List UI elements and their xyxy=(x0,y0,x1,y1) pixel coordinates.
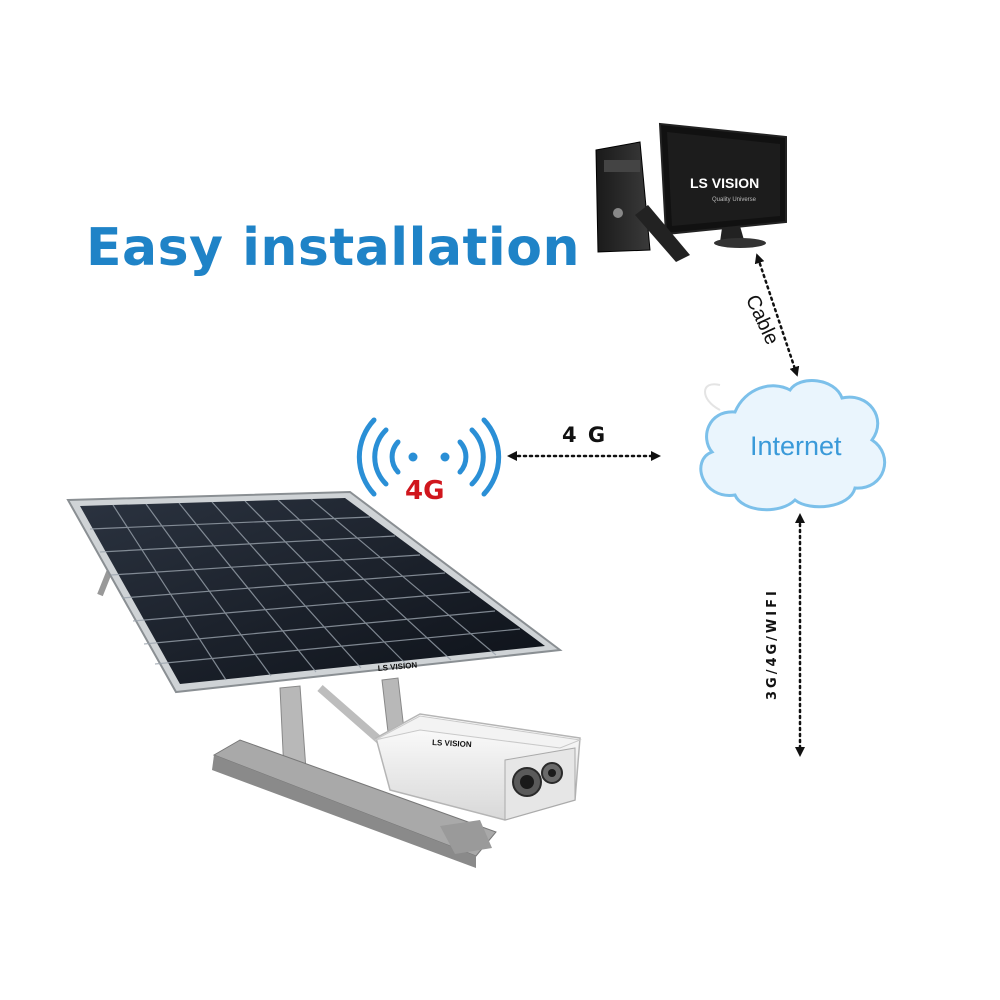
cloud-icon xyxy=(699,379,887,512)
monitor-tagline: Quality Universe xyxy=(712,197,757,203)
internet-label: Internet xyxy=(750,431,842,461)
bullet-camera-icon: LS VISION xyxy=(374,713,582,821)
page-title: Easy installation xyxy=(86,218,580,278)
mobile-link-label: 3G/4G/WIFI xyxy=(765,588,780,700)
desktop-pc-icon: LS VISION Quality Universe xyxy=(595,122,787,262)
panel-logo: LS VISION xyxy=(377,661,417,673)
4g-link-label: 4 G xyxy=(562,423,608,447)
monitor-logo: LS VISION xyxy=(690,175,759,191)
wifi-signal-icon xyxy=(356,417,502,497)
cable-link-arrow xyxy=(754,253,800,377)
signal-label: 4G xyxy=(405,476,445,506)
camera-logo: LS VISION xyxy=(432,738,472,749)
solar-panel-icon: LS VISION xyxy=(66,490,563,868)
